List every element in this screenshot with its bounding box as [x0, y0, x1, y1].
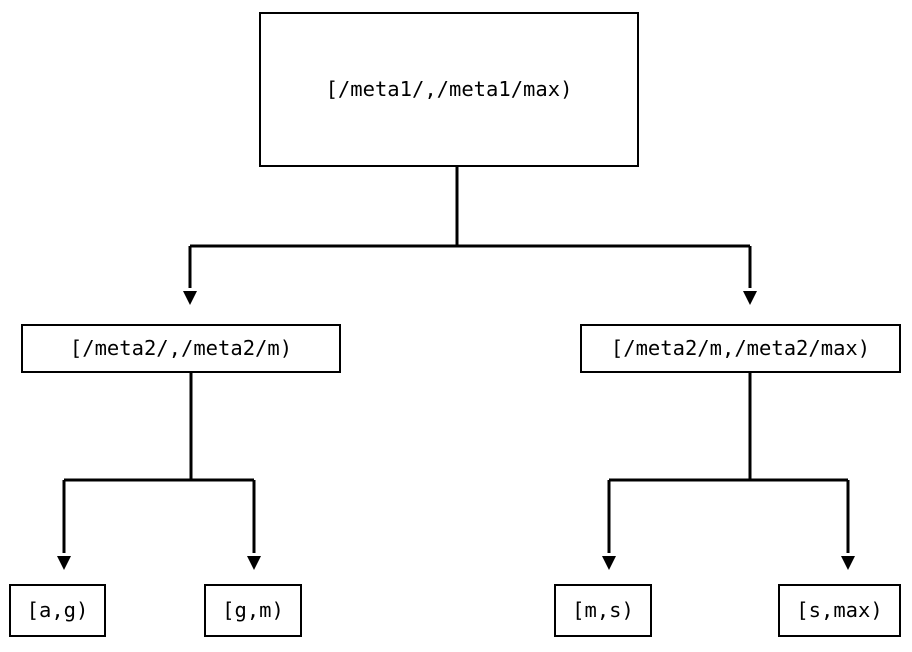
- tree-node-mid-right[interactable]: [/meta2/m,/meta2/max): [580, 324, 901, 373]
- tree-node-leaf-ms-label: [m,s): [572, 598, 634, 623]
- arrowhead-icon: [602, 556, 616, 570]
- edge-mid-left-to-leaf-ag: [57, 373, 193, 570]
- tree-node-leaf-ms[interactable]: [m,s): [554, 584, 652, 637]
- arrowhead-icon: [57, 556, 71, 570]
- edge-root-to-mid-left: [183, 167, 459, 305]
- arrowhead-icon: [743, 291, 757, 305]
- edge-mid-right-to-leaf-ms: [602, 373, 752, 570]
- edge-mid-right-to-leaf-smax: [750, 478, 855, 570]
- arrowhead-icon: [183, 291, 197, 305]
- tree-node-mid-left[interactable]: [/meta2/,/meta2/m): [21, 324, 341, 373]
- tree-node-leaf-gm-label: [g,m): [222, 598, 284, 623]
- tree-node-leaf-gm[interactable]: [g,m): [204, 584, 302, 637]
- tree-node-mid-left-label: [/meta2/,/meta2/m): [69, 336, 293, 361]
- tree-node-leaf-smax[interactable]: [s,max): [778, 584, 901, 637]
- edge-mid-left-to-leaf-gm: [191, 478, 261, 570]
- tree-node-root[interactable]: [/meta1/,/meta1/max): [259, 12, 639, 167]
- edge-root-to-mid-right: [457, 244, 757, 305]
- tree-node-mid-right-label: [/meta2/m,/meta2/max): [610, 336, 871, 361]
- tree-node-root-label: [/meta1/,/meta1/max): [325, 77, 573, 102]
- arrowhead-icon: [841, 556, 855, 570]
- tree-node-leaf-smax-label: [s,max): [796, 598, 883, 623]
- tree-node-leaf-ag[interactable]: [a,g): [9, 584, 106, 637]
- tree-node-leaf-ag-label: [a,g): [26, 598, 89, 623]
- arrowhead-icon: [247, 556, 261, 570]
